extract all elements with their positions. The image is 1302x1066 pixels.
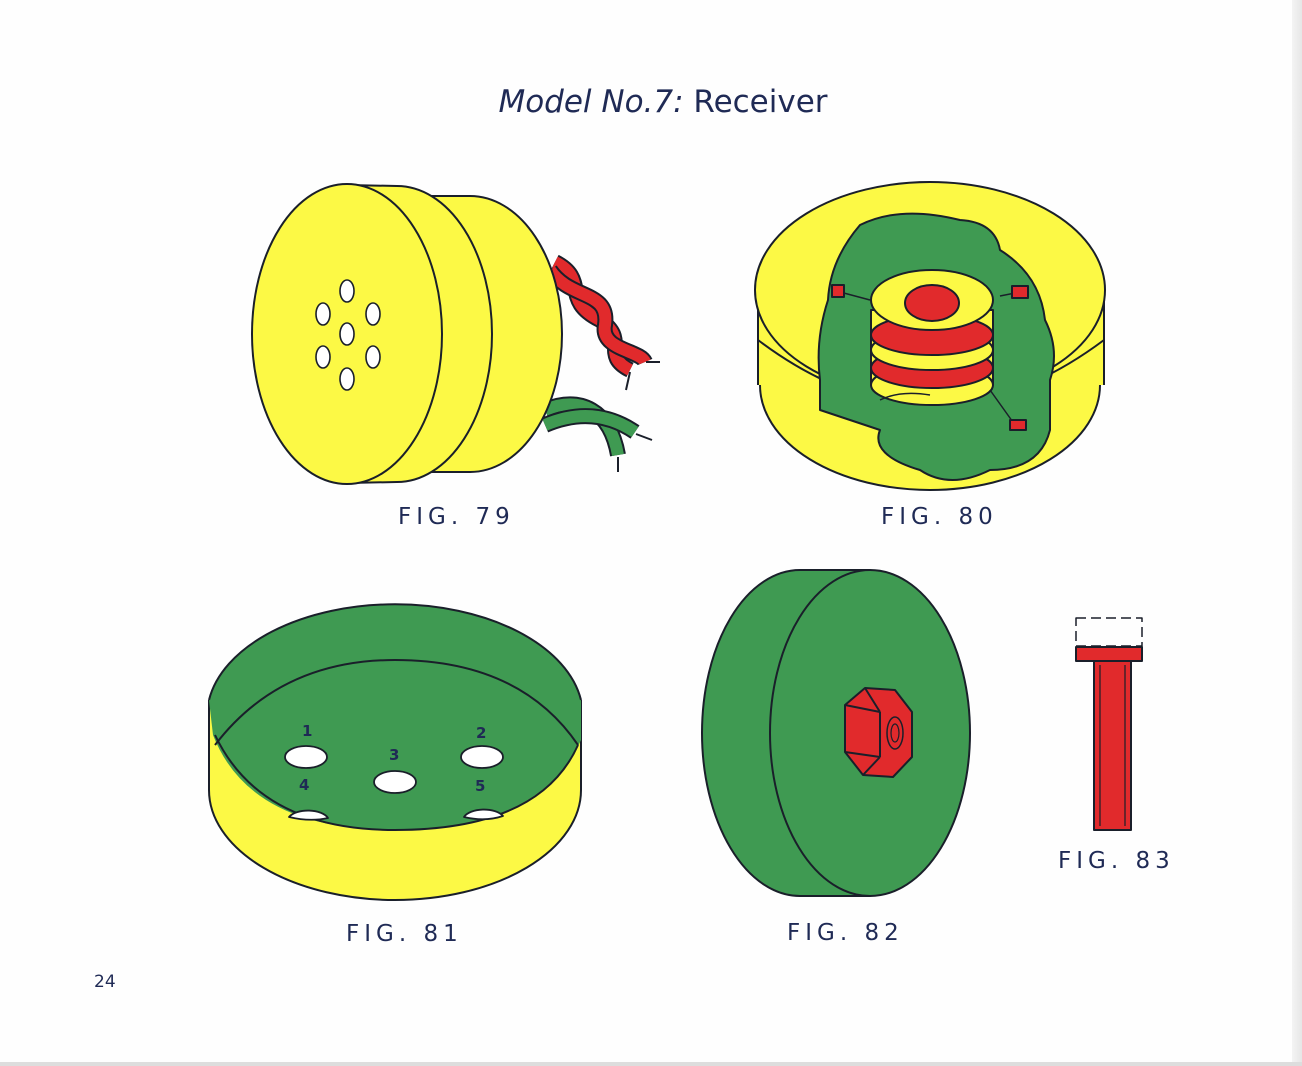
fig80-receiver-interior-illustration	[754, 181, 1106, 491]
fig83-bolt-illustration	[1075, 617, 1143, 831]
page-edge	[1292, 0, 1302, 1066]
fig81-caption: FIG. 81	[346, 921, 463, 947]
page-number: 24	[94, 972, 116, 992]
fig82-caption: FIG. 82	[787, 920, 904, 946]
earpiece-holes	[315, 279, 381, 391]
model-number: Model No.7:	[498, 84, 684, 120]
fig80-caption: FIG. 80	[881, 504, 998, 530]
hole-label-3: 3	[389, 746, 400, 764]
fig79-caption: FIG. 79	[398, 504, 515, 530]
fig79-receiver-illustration	[251, 183, 660, 485]
hole-label-4: 4	[299, 776, 310, 794]
fig83-caption: FIG. 83	[1058, 848, 1175, 874]
hole-label-1: 1	[302, 722, 313, 740]
page-bottom-edge	[0, 1062, 1302, 1066]
model-name: Receiver	[693, 84, 828, 120]
fig82-receiver-cap-illustration	[701, 569, 971, 897]
fig81-receiver-case-illustration	[208, 603, 582, 901]
hex-nut	[844, 687, 913, 778]
page-title: Model No.7: Receiver	[0, 84, 1302, 120]
terminal-holes	[284, 745, 504, 821]
hole-label-5: 5	[475, 777, 486, 795]
hole-label-2: 2	[476, 724, 487, 742]
